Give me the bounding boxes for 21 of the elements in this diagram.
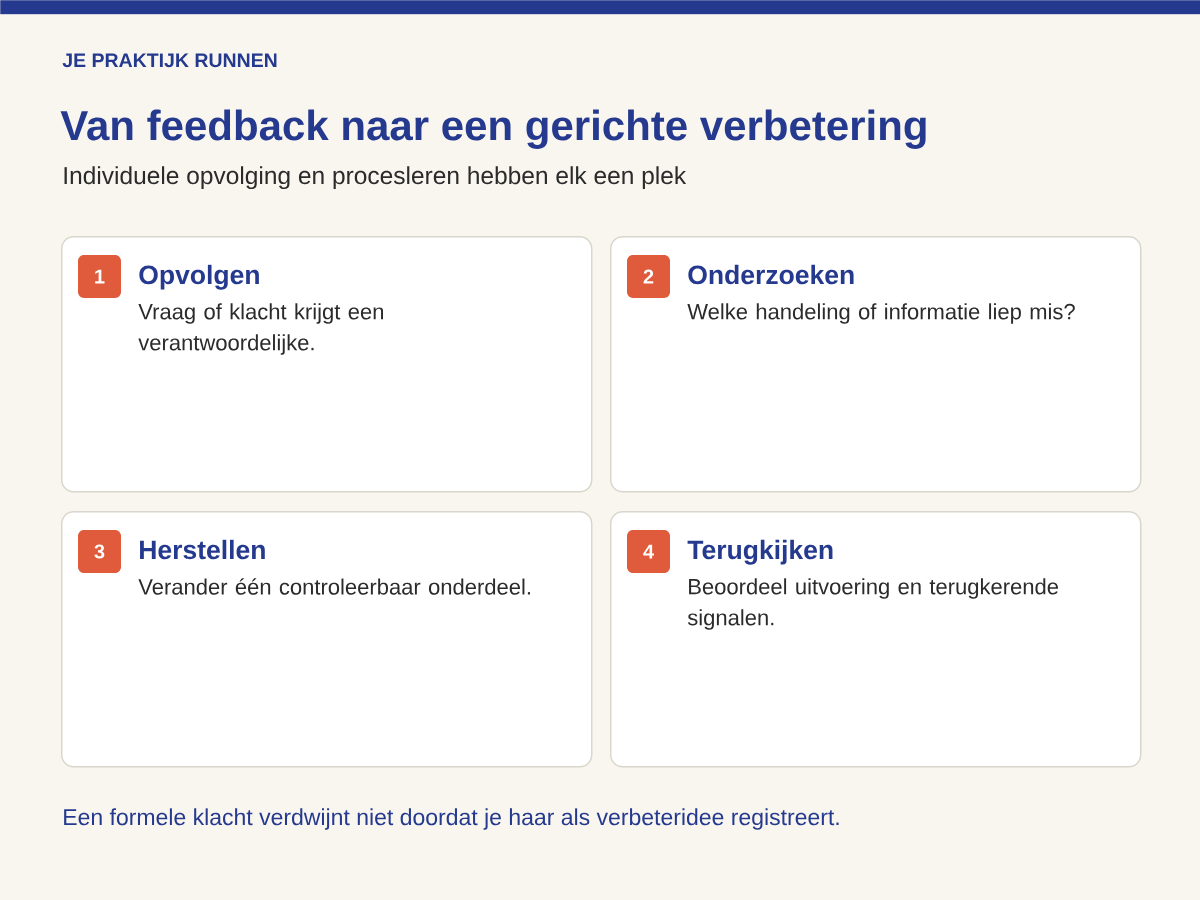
step-card [61,236,593,493]
title: Van feedback naar een gerichte verbetering [60,109,926,149]
step-heading: Herstellen [140,539,265,560]
step-description: Welke handeling of informatie liep mis? [687,303,1075,324]
top-bar [0,0,1200,15]
note-text: Een formele klacht verdwijnt niet doordat je haar als verbeteridee registreert. [64,808,839,830]
subtitle: Individuele opvolging en procesleren hebben elk een plek [64,166,687,190]
step-card [610,511,1142,768]
number-badge: 4 [627,530,670,573]
number-badge: 2 [627,255,670,298]
step-card [61,511,593,768]
step-description: Vraag of klacht krijgt een verantwoordelijke. [138,303,383,355]
step-card [610,236,1142,493]
number-badge: 1 [78,255,121,298]
section-label: JE PRAKTIJK RUNNEN [62,53,277,68]
step-description: Beoordeel uitvoering en terugkerende signalen. [687,578,1058,630]
number-badge: 3 [78,530,121,573]
step-heading: Opvolgen [139,264,259,290]
step-heading: Onderzoeken [688,264,854,285]
step-heading: Terugkijken [687,539,833,565]
step-description: Verander één controleerbaar onderdeel. [138,578,530,595]
